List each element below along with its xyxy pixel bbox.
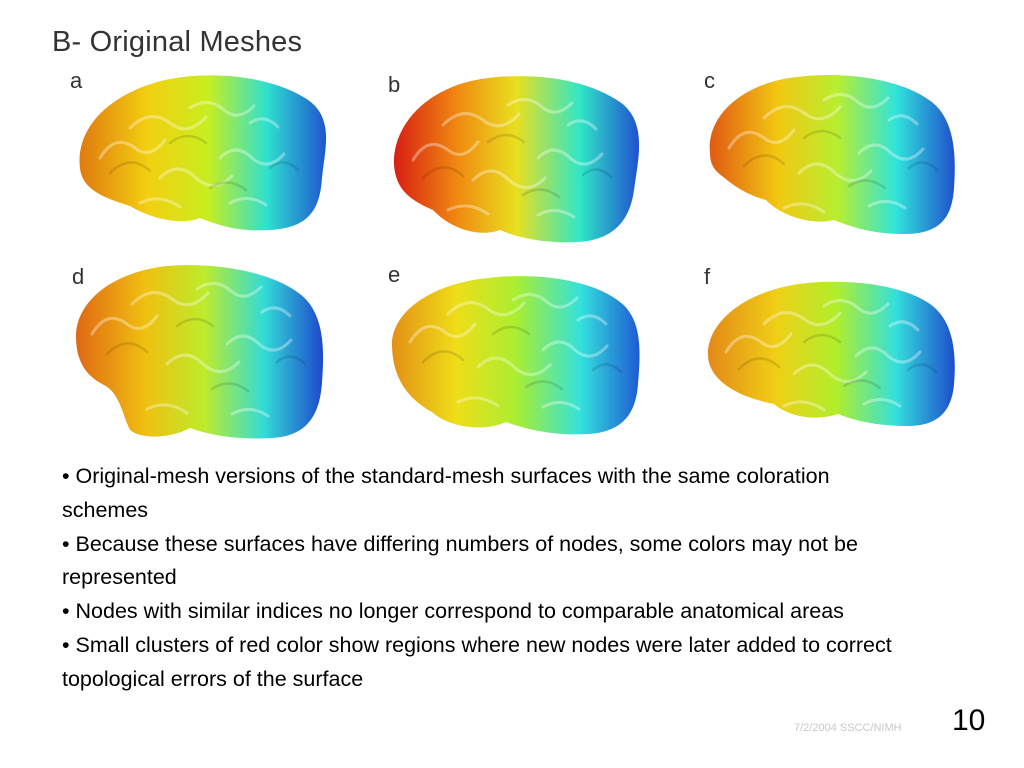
panel-label-f: f (704, 264, 711, 289)
page-number: 10 (952, 704, 986, 737)
gyri-folds-e (408, 293, 609, 411)
panel-label-e: e (388, 262, 401, 287)
brain-surface-d (76, 265, 324, 439)
brain-surface-a (79, 75, 327, 231)
gyri-folds-a (98, 101, 286, 209)
panel-label-d: d (72, 264, 85, 289)
gyri-folds-b (411, 98, 604, 219)
gyri-shadows-a (108, 134, 300, 192)
brain-surface-e (392, 276, 640, 435)
brain-surface-b (393, 76, 640, 243)
gyri-shadows-e (421, 325, 623, 391)
footer-date-source: 7/2/2004 SSCC/NIMH (794, 722, 902, 734)
gyri-shadows-f (737, 333, 938, 390)
brain-shape-b (393, 76, 640, 243)
brain-panel-c: c (704, 68, 994, 258)
brain-shape-e (392, 276, 640, 435)
brain-surface-f (708, 281, 955, 426)
brain-shape-c (709, 74, 955, 235)
brain-panel-f: f (704, 264, 994, 454)
gyri-folds-d (90, 282, 293, 418)
gyri-shadows-d (105, 317, 307, 393)
bullet-list: • Original-mesh versions of the standard… (62, 460, 902, 697)
slide-title: B- Original Meshes (52, 26, 303, 58)
bullet-item: • Because these surfaces have differing … (62, 531, 858, 590)
panel-label-a: a (70, 68, 83, 93)
brain-panel-e: e (388, 262, 678, 452)
brain-panel-d: d (72, 264, 362, 454)
bullet-item: • Small clusters of red color show regio… (62, 632, 892, 691)
gyri-folds-f (724, 299, 922, 412)
brain-shape-f (708, 281, 955, 426)
gyri-shadows-b (421, 133, 613, 199)
gyri-folds-c (727, 93, 925, 214)
bullet-item: • Original-mesh versions of the standard… (62, 464, 830, 522)
panel-label-b: b (388, 72, 401, 97)
brain-surface-c (709, 74, 955, 235)
brain-shape-a (79, 75, 327, 231)
brain-panel-b: b (388, 70, 678, 260)
brain-panel-a: a (70, 68, 360, 258)
gyri-shadows-c (742, 129, 939, 190)
panel-label-c: c (704, 68, 715, 93)
bullet-item: • Nodes with similar indices no longer c… (62, 599, 844, 624)
brain-shape-d (76, 265, 324, 439)
